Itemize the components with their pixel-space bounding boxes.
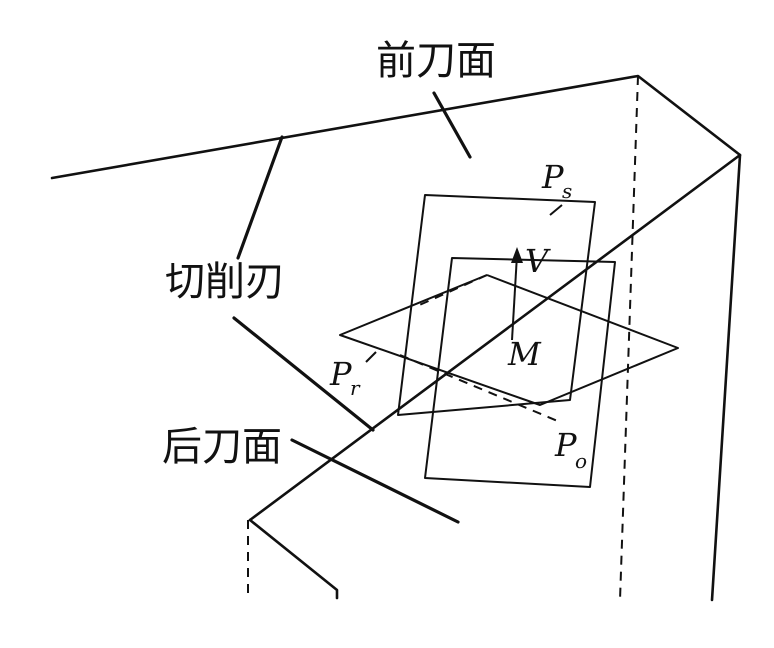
flank-face-label: 后刀面 xyxy=(162,424,282,470)
plane-ps xyxy=(397,194,596,416)
flank-face-lower-edge xyxy=(248,518,339,600)
plane-po-hidden xyxy=(399,354,561,423)
plane-po xyxy=(424,257,616,488)
plane-pr xyxy=(339,274,679,406)
velocity-arrowhead xyxy=(511,247,523,263)
cutting-edge-line xyxy=(248,153,742,522)
plane-ps-label: P xyxy=(541,158,564,196)
pr-leader xyxy=(365,351,377,363)
plane-ps-subscript: s xyxy=(562,179,572,203)
plane-pr-subscript: r xyxy=(350,376,361,400)
rake-face-top-edge xyxy=(50,74,742,602)
cutting-edge-leader-lower xyxy=(232,316,375,432)
cutting-edge-label: 切削刃 xyxy=(165,259,285,305)
cutting-edge-leader-upper xyxy=(236,135,284,260)
plane-pr-hidden xyxy=(414,274,488,308)
velocity-arrow xyxy=(511,254,518,341)
point-m-label: M xyxy=(507,335,542,373)
flank-face-leader xyxy=(290,438,460,524)
rake-face-label: 前刀面 xyxy=(376,38,496,84)
plane-po-subscript: o xyxy=(575,449,587,473)
plane-po-label: P xyxy=(554,426,577,464)
ps-leader xyxy=(549,204,563,216)
hidden-edge-right xyxy=(619,75,639,601)
rake-face-leader xyxy=(432,91,472,159)
plane-pr-label: P xyxy=(329,355,352,393)
velocity-label: V xyxy=(525,242,551,280)
